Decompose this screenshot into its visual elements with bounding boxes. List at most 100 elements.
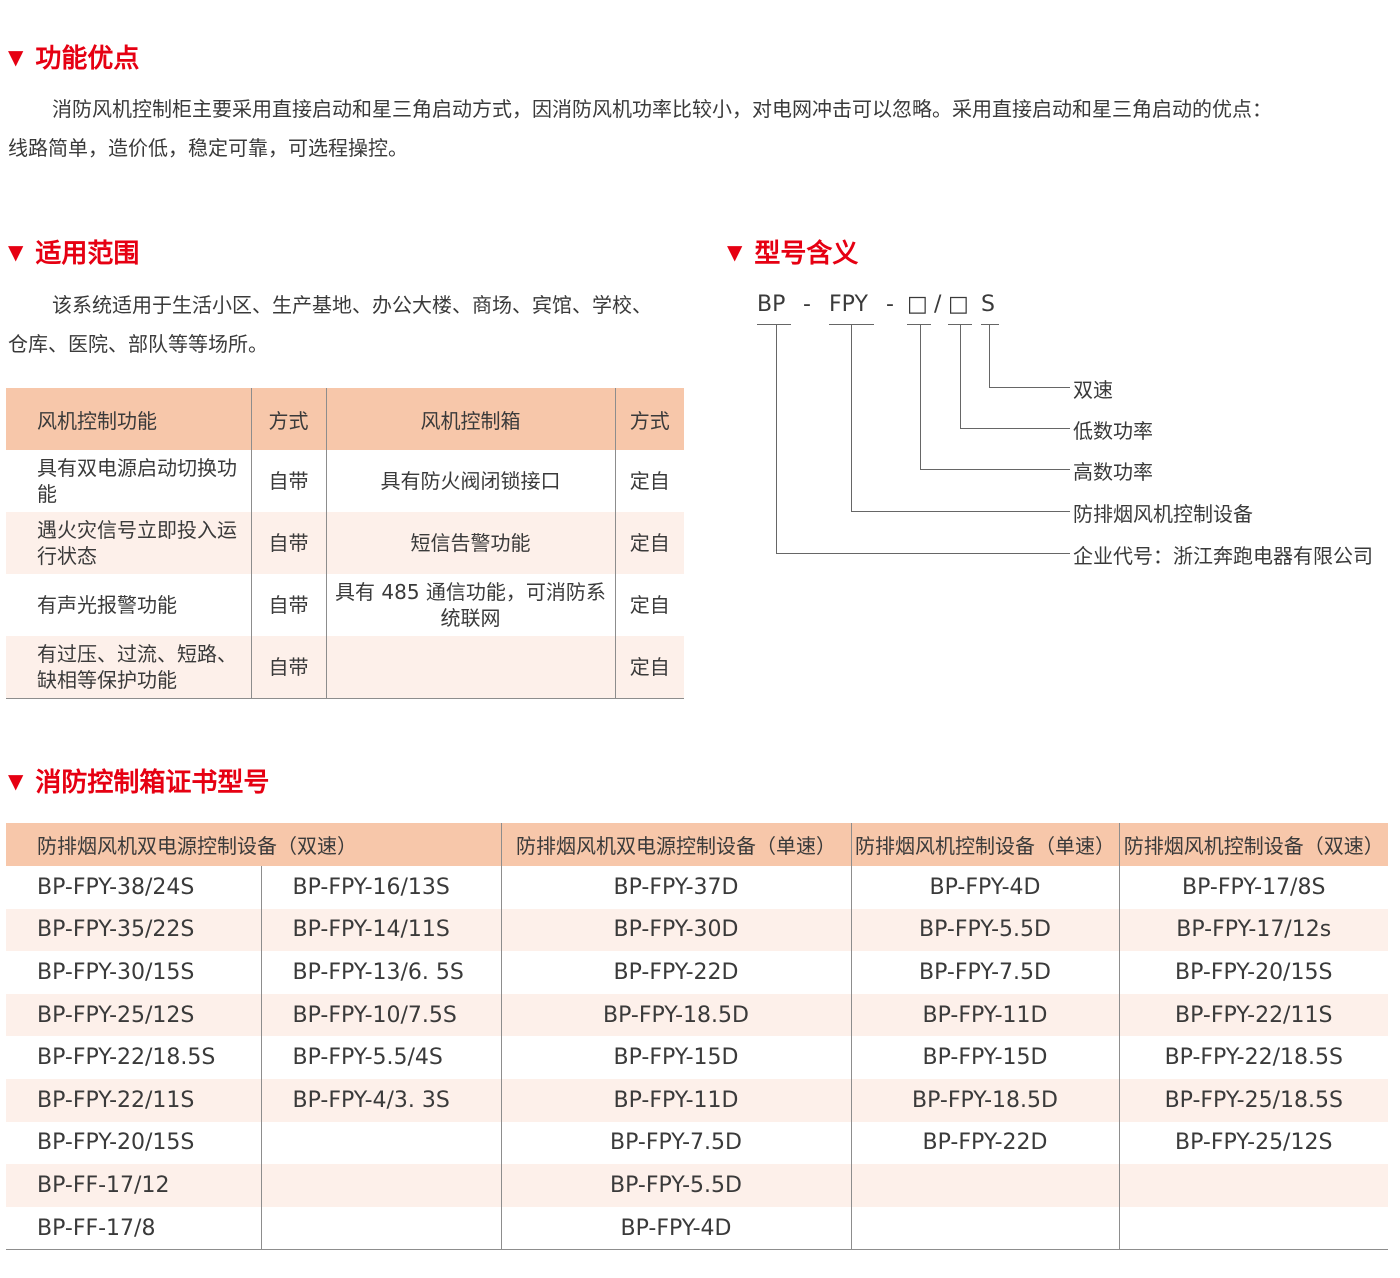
model-code-cell xyxy=(850,1164,1119,1207)
scope-line-2: 仓库、医院、部队等等场所。 xyxy=(8,332,268,356)
model-code-cell: BP-FPY-37D xyxy=(500,866,851,909)
model-code-cell: BP-FPY-20/15S xyxy=(1118,951,1388,994)
model-code-cell xyxy=(1118,1164,1388,1207)
code-prefix: BP xyxy=(757,292,786,317)
model-code-cell: BP-FPY-22/18.5S xyxy=(1118,1036,1388,1079)
leader-bp xyxy=(776,324,777,553)
down-triangle-icon: ▼ xyxy=(8,768,24,793)
code-series: FPY xyxy=(829,292,868,317)
model-code-cell: BP-FPY-17/12s xyxy=(1118,908,1388,952)
model-code-cell: BP-FPY-7.5D xyxy=(500,1121,851,1165)
column-header: 方式 xyxy=(614,388,684,450)
section-heading-model-meaning: ▼ 型号含义 xyxy=(727,233,858,270)
section-title: 适用范围 xyxy=(35,239,140,269)
advantages-line-2: 线路简单，造价低，稳定可靠，可选程操控。 xyxy=(8,136,408,160)
model-code-cell: BP-FPY-17/8S xyxy=(1118,866,1388,909)
model-code-cell: BP-FPY-22/11S xyxy=(6,1078,261,1122)
function-cell: 有声光报警功能 xyxy=(37,593,177,617)
leader-high xyxy=(920,324,921,469)
label-high-power: 高数功率 xyxy=(1073,460,1153,484)
model-code-cell: BP-FPY-18.5D xyxy=(850,1078,1119,1122)
model-code-cell: BP-FPY-11D xyxy=(500,1078,851,1122)
box-feature-cell: 具有防火阀闭锁接口 xyxy=(325,450,615,512)
section-title: 型号含义 xyxy=(754,239,859,269)
box-feature-cell xyxy=(325,636,615,699)
section-heading-scope: ▼ 适用范围 xyxy=(8,233,139,270)
code-separator: - xyxy=(886,292,894,317)
underline-speed xyxy=(981,324,999,325)
model-code-cell: BP-FF-17/8 xyxy=(6,1206,261,1251)
mode-cell: 自带 xyxy=(250,450,326,512)
code-low-power-box: □ xyxy=(948,292,969,317)
section-title: 消防控制箱证书型号 xyxy=(35,768,270,798)
model-code-cell xyxy=(260,1121,501,1165)
model-code-cell: BP-FPY-25/12S xyxy=(6,993,261,1037)
model-code-cell: BP-FPY-4/3. 3S xyxy=(260,1078,501,1122)
model-code-cell xyxy=(260,1164,501,1207)
model-code-cell: BP-FPY-20/15S xyxy=(37,1130,195,1156)
table-row: BP-FF-17/8 BP-FPY-4D xyxy=(6,1206,1388,1251)
mode-cell: 自带 xyxy=(250,636,326,699)
column-header: 风机控制箱 xyxy=(325,388,615,450)
model-code-cell xyxy=(850,1206,1119,1251)
column-header: 防排烟风机双电源控制设备（单速） xyxy=(500,823,851,866)
feature-table-header: 风机控制功能 方式 风机控制箱 方式 xyxy=(6,388,684,450)
table-row: 有过压、过流、短路、缺相等保护功能 自带 定自 xyxy=(6,636,684,699)
label-company-code: 企业代号：浙江奔跑电器有限公司 xyxy=(1073,544,1373,568)
leader-h-speed xyxy=(989,387,1070,388)
model-code-cell: BP-FPY-22/18.5S xyxy=(37,1045,216,1071)
model-code-diagram: BP - FPY - □ / □ S 双速 低数功率 高数功率 防排烟风机控制设… xyxy=(740,280,1400,580)
table-row: 有声光报警功能 自带 具有 485 通信功能，可消防系统联网 定自 xyxy=(6,574,684,636)
model-code-cell: BP-FPY-5.5D xyxy=(500,1164,851,1207)
model-code-cell: BP-FPY-10/7.5S xyxy=(260,993,501,1037)
down-triangle-icon: ▼ xyxy=(8,44,24,69)
model-code-cell: BP-FPY-15D xyxy=(500,1036,851,1079)
box-feature-cell: 具有 485 通信功能，可消防系统联网 xyxy=(325,574,615,636)
certificate-table-header: 防排烟风机双电源控制设备（双速） 防排烟风机双电源控制设备（单速） 防排烟风机控… xyxy=(6,823,1388,866)
model-code-cell: BP-FPY-11D xyxy=(850,993,1119,1037)
mode-cell: 定自 xyxy=(614,450,684,512)
leader-h-high xyxy=(920,469,1070,470)
model-code-cell: BP-FPY-4D xyxy=(500,1206,851,1251)
leader-speed xyxy=(989,324,990,387)
column-header: 防排烟风机双电源控制设备（双速） xyxy=(6,823,501,866)
table-row: BP-FF-17/12 BP-FPY-5.5D xyxy=(6,1164,1388,1207)
function-cell: 具有双电源启动切换功能 xyxy=(37,456,237,506)
function-cell: 有过压、过流、短路、缺相等保护功能 xyxy=(6,636,251,699)
model-code-cell: BP-FPY-35/22S xyxy=(6,908,261,952)
leader-h-bp xyxy=(776,553,1070,554)
model-code-cell: BP-FPY-38/24S xyxy=(37,874,195,900)
model-code-cell: BP-FPY-30/15S xyxy=(37,959,195,985)
leader-fpy xyxy=(851,324,852,511)
model-code-cell xyxy=(1118,1206,1388,1251)
leader-low xyxy=(960,324,961,428)
model-code-cell: BP-FPY-15D xyxy=(850,1036,1119,1079)
model-code-cell: BP-FPY-5.5D xyxy=(850,908,1119,952)
certificate-model-table: 防排烟风机双电源控制设备（双速） 防排烟风机双电源控制设备（单速） 防排烟风机控… xyxy=(6,823,1388,1251)
leader-h-low xyxy=(960,428,1070,429)
mode-cell: 自带 xyxy=(250,574,326,636)
leader-h-fpy xyxy=(851,511,1070,512)
code-separator: - xyxy=(803,292,811,317)
code-slash: / xyxy=(934,292,942,317)
function-cell: 遇火灾信号立即投入运行状态 xyxy=(6,512,251,574)
scope-line-1: 该系统适用于生活小区、生产基地、办公大楼、商场、宾馆、学校、 xyxy=(52,293,652,317)
section-heading-certificate-models: ▼ 消防控制箱证书型号 xyxy=(8,762,269,799)
mode-cell: 定自 xyxy=(614,512,684,574)
underline-bp xyxy=(757,324,791,325)
model-code-cell: BP-FPY-7.5D xyxy=(850,951,1119,994)
model-code-cell: BP-FPY-16/13S xyxy=(260,866,501,909)
model-code-cell: BP-FPY-22D xyxy=(500,951,851,994)
model-code-cell: BP-FF-17/12 xyxy=(6,1164,261,1207)
code-high-power-box: □ xyxy=(907,292,928,317)
model-code-cell: BP-FPY-4D xyxy=(850,866,1119,909)
underline-high xyxy=(907,324,931,325)
model-code-cell: BP-FPY-30D xyxy=(500,908,851,952)
column-header: 防排烟风机控制设备（双速） xyxy=(1118,823,1388,866)
